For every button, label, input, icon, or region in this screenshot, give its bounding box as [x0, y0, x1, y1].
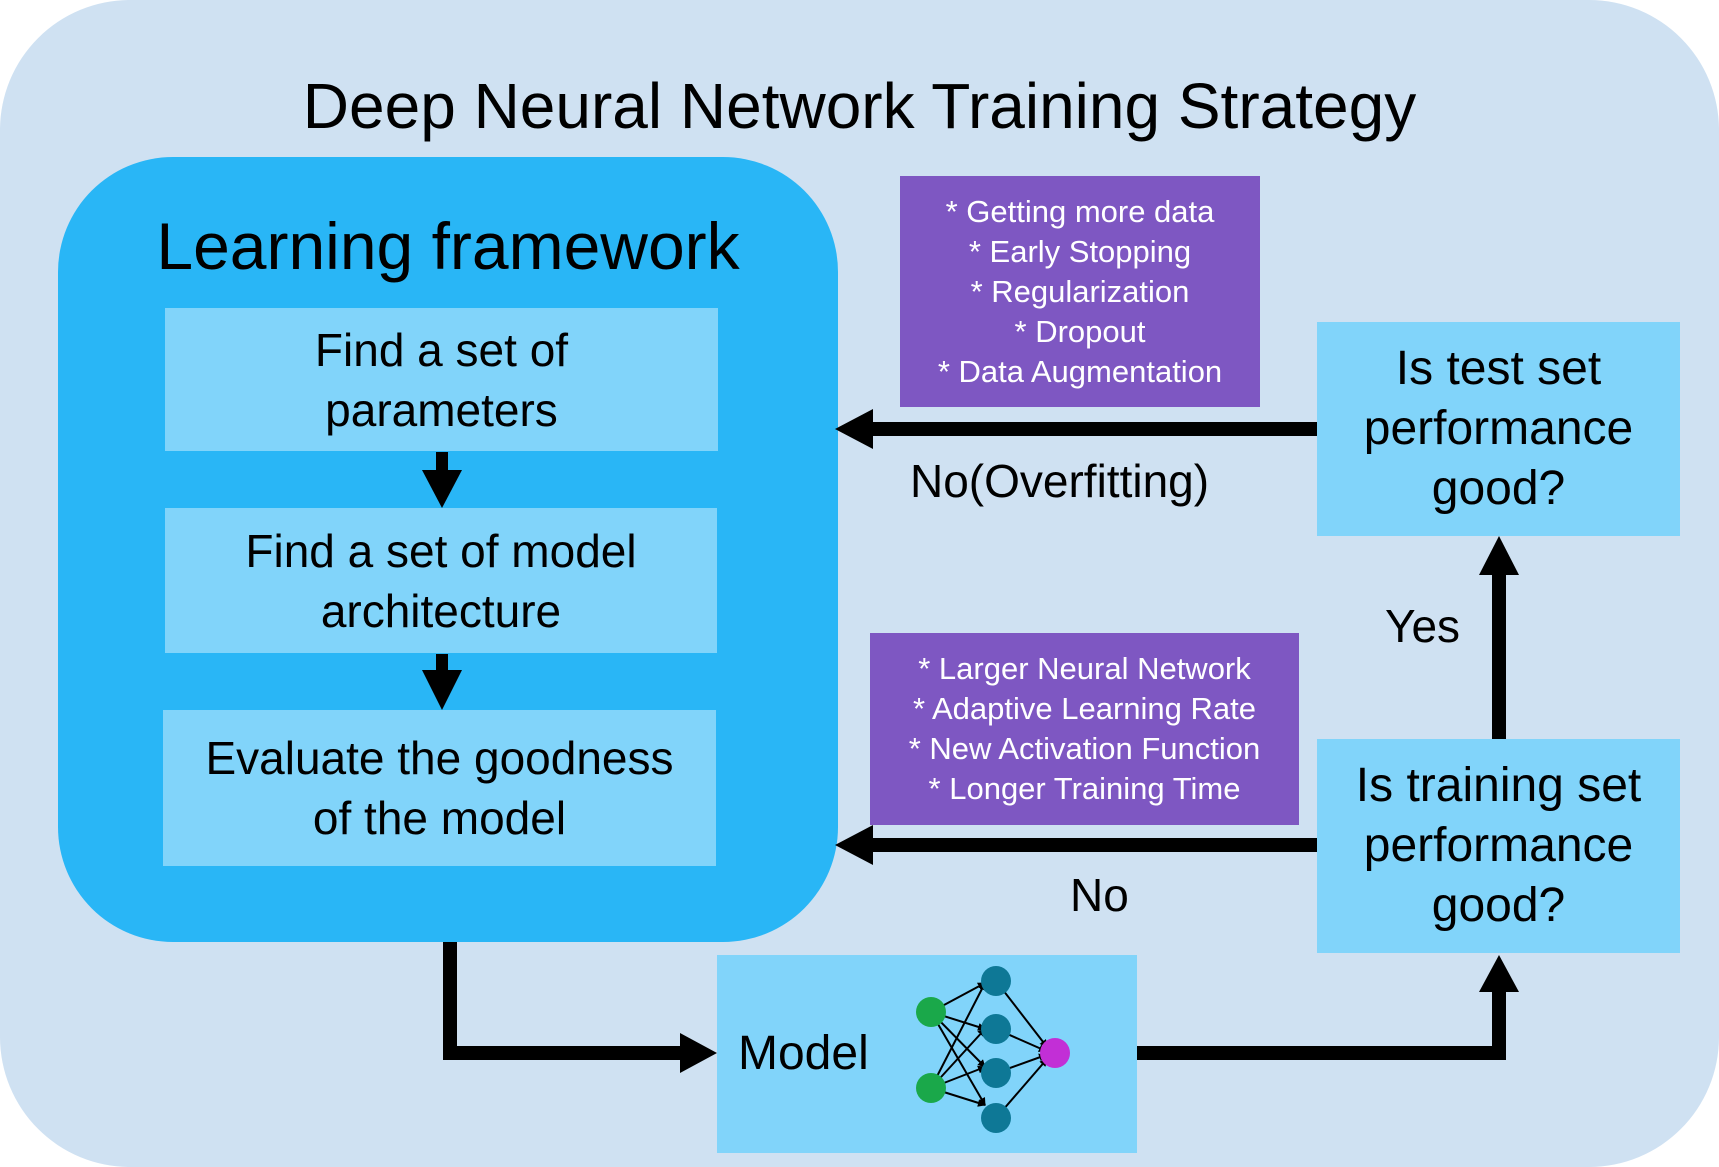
overfitting-remedy: * Early Stopping: [968, 233, 1192, 269]
test-set-decision-line-2: performance: [1363, 402, 1634, 455]
overfitting-remedy: * Dropout: [1014, 313, 1146, 349]
step-find-architecture-line-2: architecture: [320, 584, 562, 637]
underfitting-remedy: * New Activation Function: [908, 731, 1261, 766]
step-find-parameters: Find a set of parameters: [165, 308, 718, 451]
hidden-node: [981, 1058, 1011, 1088]
step-find-architecture: Find a set of model architecture: [165, 508, 717, 653]
step-find-parameters-line-1: Find a set of: [314, 323, 569, 376]
learning-framework-title: Learning framework: [156, 209, 740, 283]
underfitting-remedies-box: * Larger Neural Network * Adaptive Learn…: [870, 633, 1299, 825]
diagram-title: Deep Neural Network Training Strategy: [302, 70, 1417, 142]
input-node: [916, 1073, 946, 1103]
neural-network-icon: [916, 966, 1070, 1133]
yes-label: Yes: [1385, 600, 1461, 652]
overfitting-remedy: * Regularization: [970, 273, 1190, 309]
hidden-node: [981, 966, 1011, 996]
step-evaluate-model-line-2: of the model: [312, 792, 567, 844]
input-node: [916, 997, 946, 1027]
training-set-decision-line-3: good?: [1431, 879, 1566, 932]
underfitting-remedy: * Longer Training Time: [928, 771, 1241, 806]
training-set-decision: Is training set performance good?: [1317, 739, 1680, 953]
no-overfitting-label: No(Overfitting): [910, 455, 1210, 507]
no-label: No: [1070, 869, 1129, 921]
test-set-decision: Is test set performance good?: [1317, 322, 1680, 536]
hidden-node: [981, 1014, 1011, 1044]
training-set-decision-line-2: performance: [1363, 819, 1634, 872]
test-set-decision-line-3: good?: [1431, 462, 1566, 515]
step-evaluate-model-line-1: Evaluate the goodness: [205, 732, 674, 784]
overfitting-remedy: * Getting more data: [945, 193, 1215, 229]
test-set-decision-line-1: Is test set: [1395, 342, 1602, 395]
hidden-node: [981, 1103, 1011, 1133]
training-set-decision-line-1: Is training set: [1355, 759, 1642, 812]
underfitting-remedy: * Larger Neural Network: [918, 651, 1251, 686]
output-node: [1040, 1038, 1070, 1068]
step-find-parameters-line-2: parameters: [325, 383, 558, 436]
step-evaluate-model: Evaluate the goodness of the model: [163, 710, 716, 866]
model-label: Model: [738, 1027, 869, 1080]
step-find-architecture-line-1: Find a set of model: [245, 524, 637, 577]
overfitting-remedy: * Data Augmentation: [937, 353, 1223, 389]
overfitting-remedies-box: * Getting more data * Early Stopping * R…: [900, 176, 1260, 407]
underfitting-remedy: * Adaptive Learning Rate: [913, 691, 1256, 726]
